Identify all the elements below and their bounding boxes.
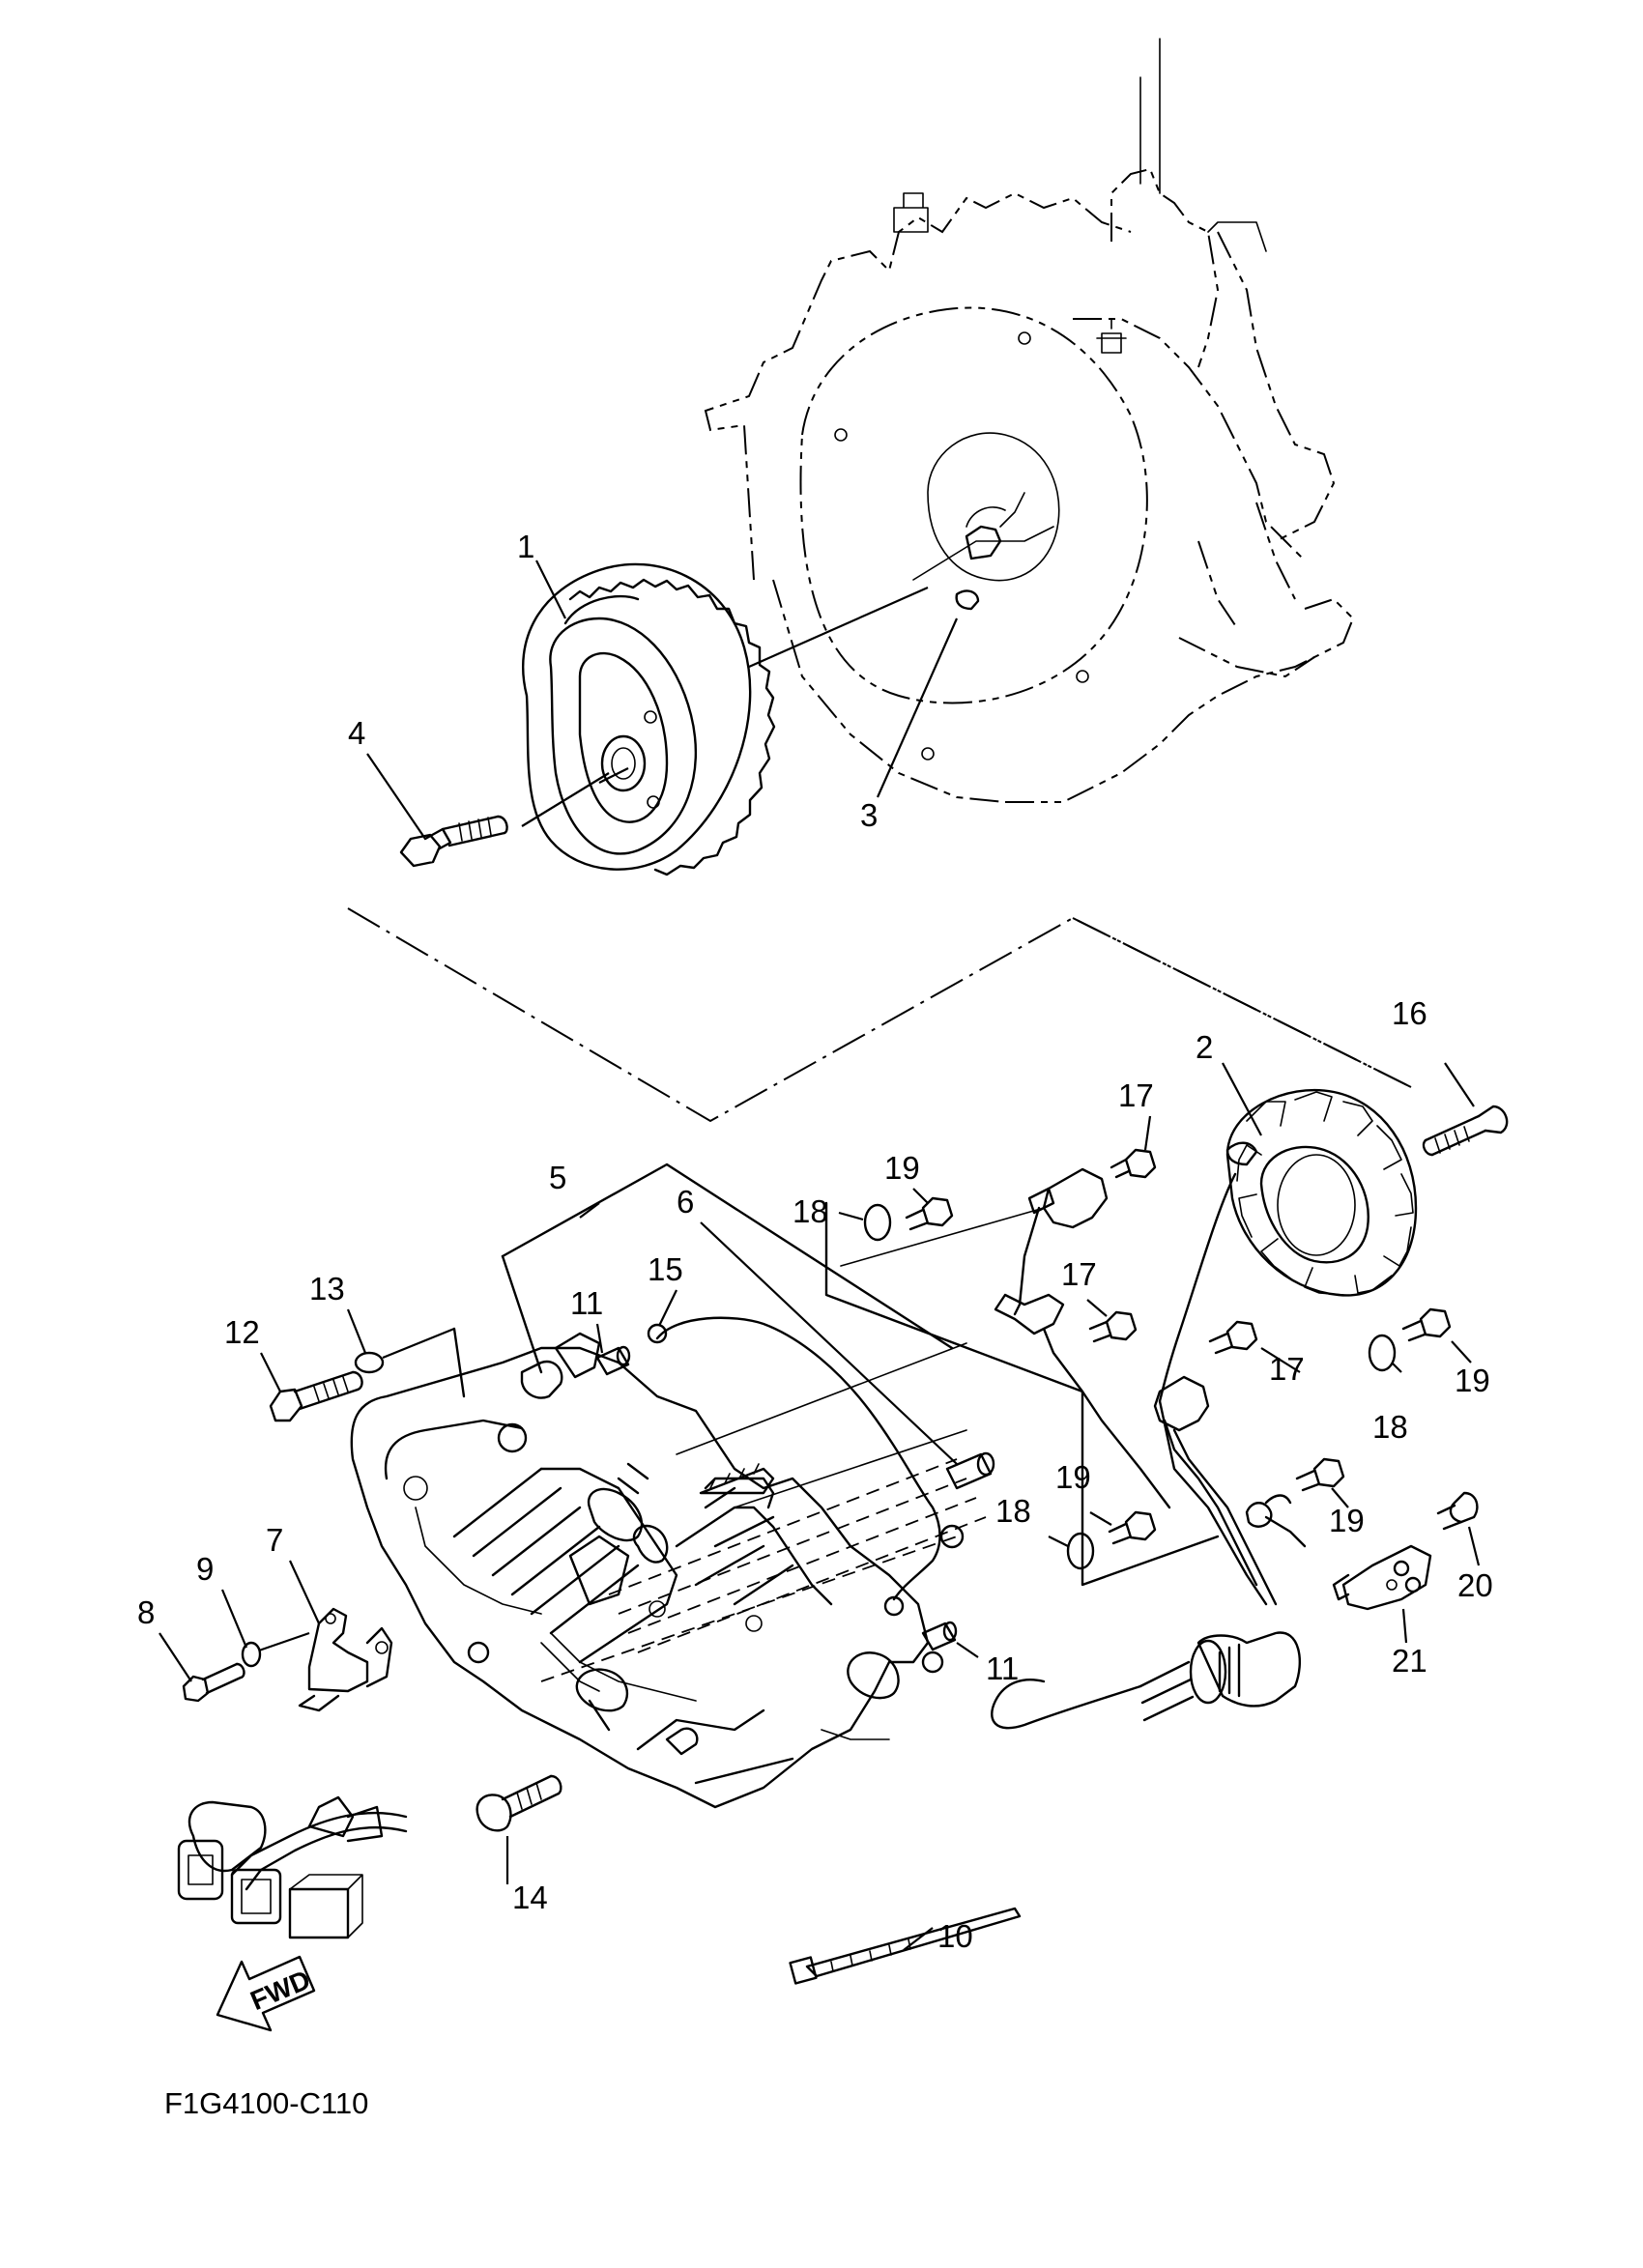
callout-8: 8 <box>137 1594 155 1630</box>
callout-17: 17 <box>1269 1351 1305 1387</box>
callout-16: 16 <box>1392 995 1427 1031</box>
callout-15: 15 <box>648 1251 683 1287</box>
group-bracket <box>840 1207 1045 1267</box>
wiring-harness-connectors <box>177 1795 408 1939</box>
callout-18: 18 <box>1372 1409 1408 1445</box>
assembly-reference-line <box>347 907 1412 1123</box>
bolt <box>1295 1457 1345 1492</box>
callout-leaders <box>159 560 1481 1951</box>
bolt <box>476 1774 562 1832</box>
callout-13: 13 <box>309 1271 345 1306</box>
bolt <box>1401 1307 1452 1342</box>
bolt <box>1108 1510 1157 1545</box>
ring-terminal <box>1264 1515 1307 1548</box>
callout-14: 14 <box>512 1880 548 1915</box>
callout-17: 17 <box>1118 1077 1154 1113</box>
callout-19: 19 <box>1455 1363 1490 1398</box>
ring-terminal <box>1245 1502 1273 1528</box>
ground-wire <box>647 1316 965 1617</box>
collar <box>945 1451 995 1490</box>
hidden-line <box>676 1342 967 1508</box>
callout-20: 20 <box>1457 1567 1493 1603</box>
callout-19: 19 <box>1055 1459 1091 1495</box>
fwd-label: FWD <box>246 1965 315 2016</box>
flywheel-nut-bolt <box>399 772 610 868</box>
callout-3: 3 <box>860 797 878 833</box>
electrical-bracket-housing <box>350 1332 944 1809</box>
callout-1: 1 <box>517 529 534 564</box>
callout-11: 11 <box>570 1285 603 1321</box>
cable-tie <box>789 1907 1022 1985</box>
engine-block-drawing <box>704 38 1355 803</box>
bolt <box>1208 1320 1258 1355</box>
dowel-pin <box>595 1345 631 1376</box>
callout-labels: 1 2 3 4 5 6 7 8 9 10 11 11 12 13 14 15 1… <box>137 529 1493 1954</box>
group-bracket <box>501 1163 954 1350</box>
callout-4: 4 <box>348 715 365 751</box>
bolt <box>1088 1310 1138 1343</box>
callout-7: 7 <box>266 1522 283 1558</box>
washer <box>1368 1334 1397 1372</box>
ring-terminal <box>1264 1494 1292 1505</box>
pulser-coil <box>1153 1375 1278 1606</box>
stator-lead <box>1158 1399 1268 1606</box>
bolt <box>182 1662 245 1703</box>
flywheel-magneto <box>522 562 776 876</box>
lead-wire-holder <box>298 1607 393 1712</box>
callout-6: 6 <box>677 1184 694 1220</box>
callout-12: 12 <box>224 1314 260 1350</box>
callout-19: 19 <box>884 1150 920 1186</box>
callout-21: 21 <box>1392 1643 1427 1679</box>
stator-bolt <box>1422 1105 1509 1157</box>
washer <box>1066 1532 1095 1570</box>
group-bracket <box>501 1254 543 1374</box>
terminal-block <box>1332 1544 1432 1611</box>
bolt <box>905 1196 954 1231</box>
callout-2: 2 <box>1196 1029 1213 1065</box>
bolt <box>1436 1491 1479 1531</box>
callout-17: 17 <box>1061 1256 1097 1292</box>
washer <box>863 1203 892 1242</box>
washer <box>241 1641 262 1668</box>
stator-assembly <box>1158 1088 1418 1403</box>
callout-18: 18 <box>995 1493 1031 1529</box>
bolt <box>269 1370 363 1422</box>
diagram-code: F1G4100-C110 <box>164 2086 368 2120</box>
callout-5: 5 <box>549 1160 566 1195</box>
bolt <box>1110 1148 1157 1179</box>
assembly-reference-line <box>1072 917 1412 1088</box>
group-bracket <box>452 1327 466 1398</box>
dowel-pin <box>921 1621 958 1651</box>
callout-9: 9 <box>196 1551 214 1587</box>
wire-grommet <box>991 1631 1302 1730</box>
pulser-coil <box>994 1167 1171 1509</box>
washer <box>354 1351 385 1374</box>
callout-10: 10 <box>937 1918 973 1954</box>
forward-direction-arrow <box>216 1955 316 2032</box>
callout-18: 18 <box>793 1193 828 1229</box>
callout-19: 19 <box>1329 1503 1365 1538</box>
callout-11: 11 <box>986 1651 1019 1686</box>
